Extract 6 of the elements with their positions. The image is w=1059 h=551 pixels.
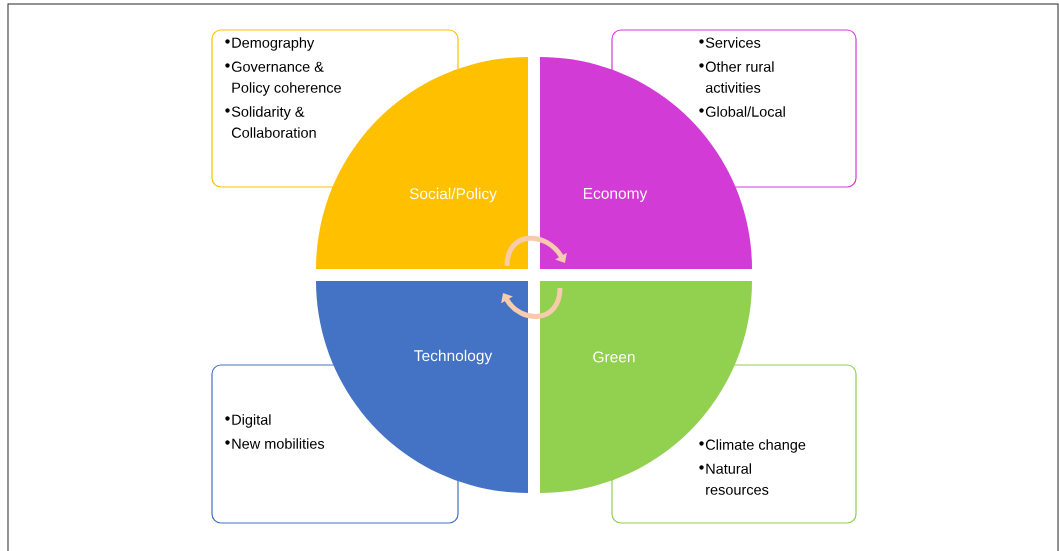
list-item: Services: [699, 37, 761, 48]
list-item: Demography: [225, 37, 315, 51]
list-item: Digital: [225, 414, 271, 428]
list-item: Solidarity & Collaboration: [225, 106, 316, 138]
curved-arrow: [501, 287, 563, 319]
curved-arrow: [504, 235, 567, 267]
